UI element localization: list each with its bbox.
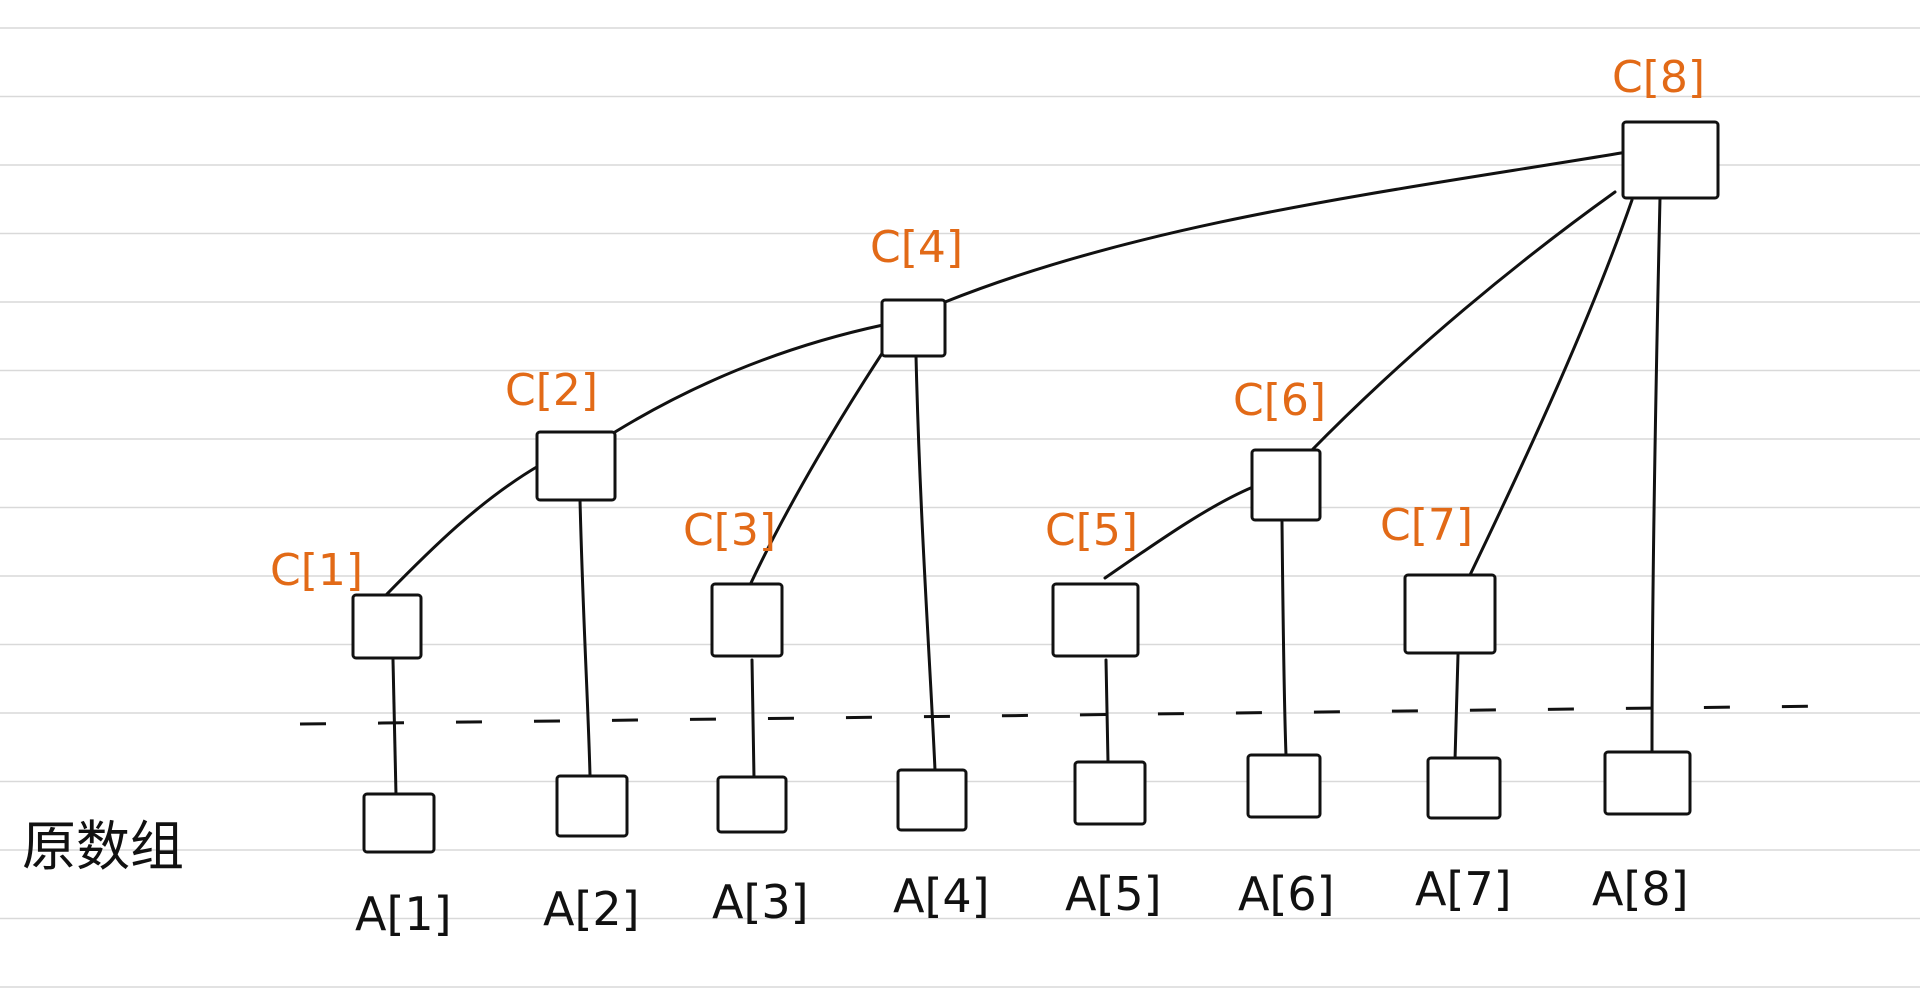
c8-box (1621, 120, 1720, 200)
edge-a1-c1 (391, 658, 398, 797)
ruled-lines (0, 27, 1920, 988)
c1-box (351, 593, 423, 660)
a6-box (1246, 753, 1322, 819)
a1-label: A[1] (355, 887, 452, 941)
a8-label: A[8] (1592, 862, 1689, 916)
edge-a8-c8 (1650, 196, 1662, 754)
a5-box (1073, 760, 1147, 826)
edge-a7-c7 (1453, 653, 1460, 762)
a7-label: A[7] (1415, 862, 1512, 916)
c5-box (1051, 582, 1140, 658)
a2-box (555, 774, 629, 838)
edge-c4-c8 (943, 150, 1629, 304)
a4-box (896, 768, 968, 832)
tree-edges (384, 150, 1634, 597)
c7-box (1403, 573, 1497, 655)
c2-label: C[2] (505, 365, 598, 416)
edge-c6-c8 (1308, 190, 1617, 454)
a8-box (1603, 750, 1692, 816)
original-array-title: 原数组 (22, 815, 184, 878)
c-boxes (351, 120, 1720, 660)
edge-a4-c4 (914, 354, 937, 772)
edge-a6-c6 (1280, 520, 1288, 757)
edge-a2-c2 (578, 498, 592, 777)
a1-box (362, 792, 436, 854)
a4-label: A[4] (893, 869, 990, 923)
edge-c2-c4 (613, 323, 885, 434)
c3-label: C[3] (683, 505, 776, 556)
c7-label: C[7] (1380, 500, 1473, 551)
a3-label: A[3] (712, 875, 809, 929)
array-edges (391, 196, 1662, 797)
c8-label: C[8] (1612, 52, 1705, 103)
a-boxes (362, 750, 1692, 854)
a-labels: A[1] A[2] A[3] A[4] A[5] A[6] A[7] A[8] (355, 862, 1689, 941)
c-labels: C[1] C[2] C[3] C[4] C[5] C[6] C[7] C[8] (270, 52, 1705, 596)
a6-label: A[6] (1238, 867, 1335, 921)
a2-label: A[2] (543, 882, 640, 936)
c6-label: C[6] (1233, 375, 1326, 426)
edge-c5-c6 (1103, 485, 1255, 580)
a5-label: A[5] (1065, 867, 1162, 921)
a3-box (716, 775, 788, 834)
c4-label: C[4] (870, 222, 963, 273)
edge-c1-c2 (384, 463, 542, 597)
edge-a3-c3 (750, 658, 756, 780)
edge-c7-c8 (1468, 198, 1634, 577)
c5-label: C[5] (1045, 505, 1138, 556)
c3-box (710, 582, 784, 658)
c6-box (1250, 448, 1322, 522)
edge-c3-c4 (748, 350, 885, 587)
edge-a5-c5 (1104, 658, 1110, 764)
c2-box (535, 430, 617, 502)
a7-box (1426, 756, 1502, 820)
separator-dashed-line (299, 704, 1831, 726)
c1-label: C[1] (270, 545, 363, 596)
c4-box (880, 298, 947, 358)
